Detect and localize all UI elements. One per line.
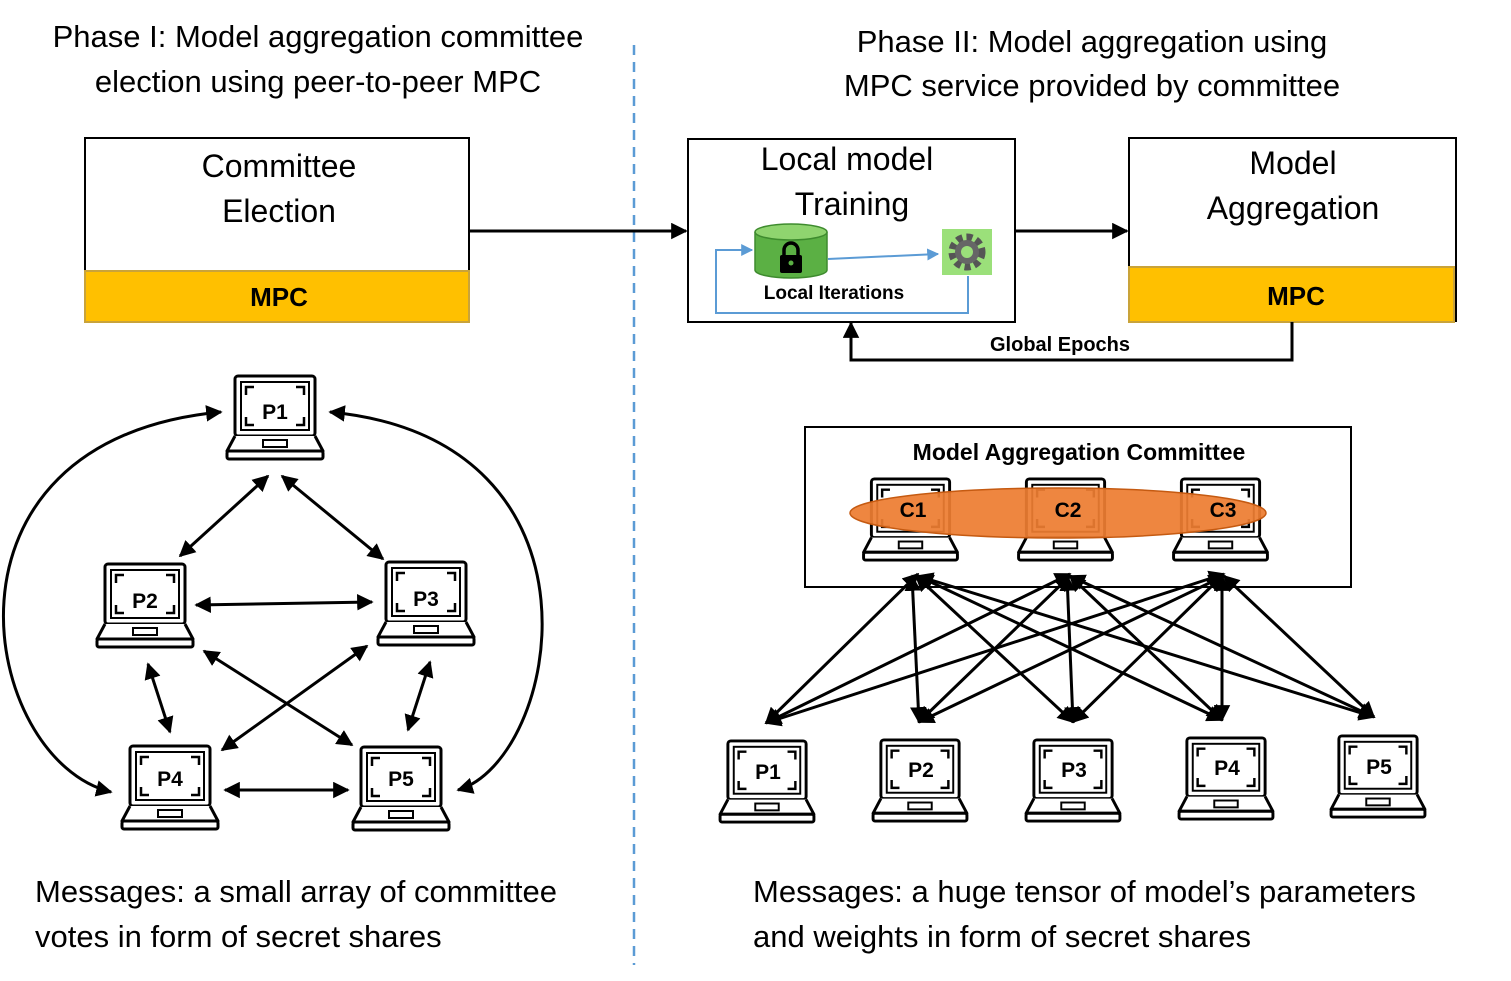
mpc-label-phase1: MPC	[250, 282, 308, 312]
phase2-participant-p1: P1	[718, 739, 816, 824]
gear-icon	[942, 229, 992, 275]
edge-p2-p3	[194, 594, 374, 613]
p2p-network-arrows	[1, 405, 544, 799]
phase1-node-p1: P1	[225, 374, 325, 461]
phase1-messages-line2: votes in form of secret shares	[35, 919, 442, 954]
phase2-title-line1: Phase II: Model aggregation using	[857, 24, 1327, 59]
phase2-participant-p2: P2	[871, 738, 969, 823]
phase2-title-line2: MPC service provided by committee	[844, 68, 1340, 103]
database-lock-icon	[754, 223, 828, 279]
committee-c2-label: C2	[1055, 499, 1082, 522]
phase2-participant-p1-label: P1	[755, 761, 781, 784]
phase2-participant-p3-label: P3	[1061, 759, 1087, 782]
phase2-messages-line2: and weights in form of secret shares	[753, 919, 1251, 954]
edge-p2-p4	[144, 662, 174, 734]
mpc-bar-phase2	[1128, 266, 1455, 323]
training-title-line2: Training	[795, 186, 909, 222]
phase1-messages: Messages: a small array of committee vot…	[35, 874, 557, 954]
edge-p3-p5	[404, 660, 434, 732]
phase1-node-p5: P5	[351, 745, 451, 832]
phase2-participant-p4: P4	[1177, 736, 1275, 821]
committee-participant-arrows	[764, 570, 1376, 727]
phase2-messages: Messages: a huge tensor of model’s param…	[753, 874, 1416, 954]
phase1-title-line2: election using peer-to-peer MPC	[95, 64, 541, 99]
global-epochs-arrow	[842, 321, 1294, 362]
phase1-title-line1: Phase I: Model aggregation committee	[53, 19, 584, 54]
edge-p1-p4	[1, 405, 223, 797]
edge-p1-p3	[280, 474, 385, 561]
phase2-title: Phase II: Model aggregation using MPC se…	[844, 24, 1340, 103]
phase2-participant-p2-label: P2	[908, 759, 934, 782]
phase1-node-p5-label: P5	[388, 768, 414, 791]
local-iterations-label: Local Iterations	[764, 283, 904, 304]
committee-title: Model Aggregation Committee	[913, 439, 1246, 465]
global-epochs-label: Global Epochs	[990, 334, 1130, 356]
phase1-node-p2: P2	[95, 562, 195, 649]
edge-p3-p4	[220, 644, 369, 752]
phase1-messages-line1: Messages: a small array of committee	[35, 874, 557, 909]
committee-election-title-line1: Committee	[202, 148, 357, 184]
local-loop-arrow	[715, 244, 969, 314]
phase1-node-p1-label: P1	[262, 401, 288, 424]
aggregation-title-line2: Aggregation	[1207, 190, 1380, 226]
database-to-model-arrow	[827, 248, 940, 261]
training-title-line1: Local model	[761, 141, 934, 177]
phase1-node-p4: P4	[120, 744, 220, 831]
phase2-participant-p4-label: P4	[1214, 757, 1240, 780]
phase2-participant-p3: P3	[1024, 738, 1122, 823]
edge-p2-p5	[202, 649, 354, 747]
phase1-title: Phase I: Model aggregation committee ele…	[53, 19, 584, 99]
committee-election-box: Committee Election MPC	[84, 137, 470, 323]
phase1-node-p3-label: P3	[413, 588, 439, 611]
committee-election-title-line2: Election	[222, 193, 336, 229]
phase2-messages-line1: Messages: a huge tensor of model’s param…	[753, 874, 1416, 909]
aggregation-title-line1: Model	[1249, 145, 1336, 181]
model-aggregation-box: Model Aggregation MPC	[1128, 137, 1457, 323]
committee-c1-label: C1	[900, 499, 927, 522]
phase1-node-p4-label: P4	[157, 768, 183, 791]
edge-c3-p3	[1071, 574, 1224, 724]
edge-c3-p5	[1222, 574, 1376, 719]
phase2-participant-p5-label: P5	[1366, 756, 1392, 779]
mpc-bar-phase1	[84, 270, 470, 323]
phase1-node-p3: P3	[376, 560, 476, 647]
committee-c3-label: C3	[1210, 499, 1237, 522]
committee-mpc-ellipse	[849, 487, 1267, 539]
local-training-box: Local model Training Local Iterations	[687, 138, 1016, 323]
mpc-label-phase2: MPC	[1267, 281, 1325, 311]
phase2-participant-p5: P5	[1329, 734, 1427, 819]
phase1-node-p2-label: P2	[132, 590, 158, 613]
edge-p1-p2	[178, 474, 270, 558]
edge-c1-p1	[764, 572, 920, 725]
edge-p1-p5	[328, 405, 544, 794]
